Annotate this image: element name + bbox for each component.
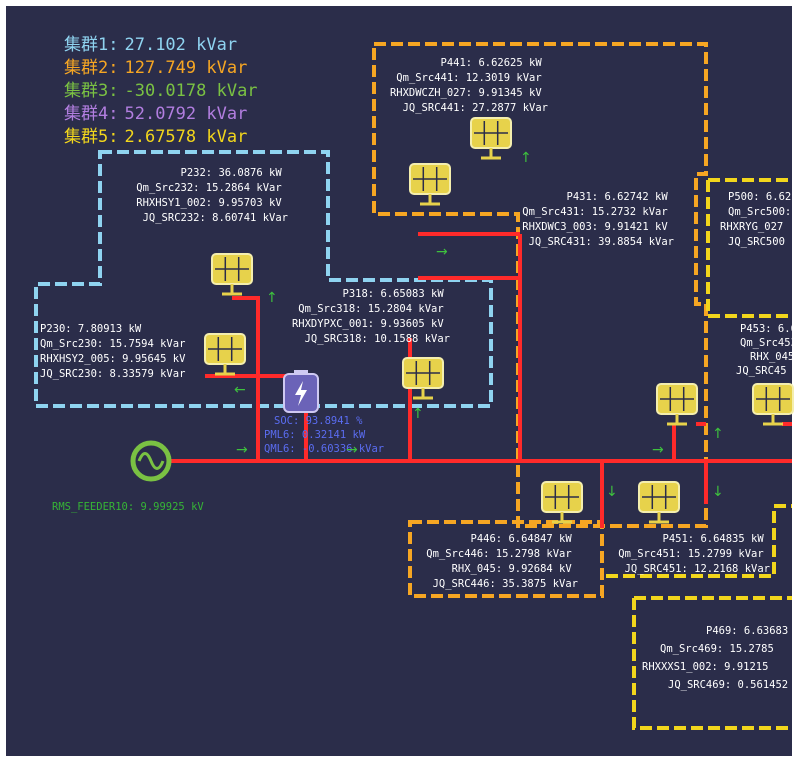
readout-P431[interactable]: P431: 6.62742 kW Qm_Src431: 15.2732 kVar… xyxy=(522,191,674,248)
solar-panel-icon[interactable] xyxy=(638,481,680,524)
readout-P451[interactable]: P451: 6.64835 kW Qm_Src451: 15.2799 kVar… xyxy=(618,533,770,575)
legend-cluster1: 集群1:27.102 kVar xyxy=(64,35,237,55)
arrow-right-icon: → xyxy=(236,442,248,458)
legend-cluster4: 集群4:52.0792 kVar xyxy=(64,104,247,124)
solar-panel-icon[interactable] xyxy=(470,117,512,160)
legend-cluster2: 集群2:127.749 kVar xyxy=(64,58,247,78)
readout-P446[interactable]: P446: 6.64847 kW Qm_Src446: 15.2798 kVar… xyxy=(426,533,578,590)
solar-panel-icon[interactable] xyxy=(204,333,246,376)
legend-cluster5: 集群5:2.67578 kVar xyxy=(64,127,247,147)
flow-arrows: → → → → ← ↑ ↑ ↑ ↑ ↓ ↓ xyxy=(234,150,724,500)
battery-reactive: QML6: -0.60336 kVar xyxy=(264,443,384,455)
readout-P318[interactable]: P318: 6.65083 kW Qm_Src318: 15.2804 kVar… xyxy=(292,288,450,345)
battery-power: PML6: 0.32141 kW xyxy=(264,429,366,441)
cluster5-boundary-bottom xyxy=(632,596,792,730)
feeder-voltage-label: RMS_FEEDER10: 9.99925 kV xyxy=(52,501,204,513)
arrow-left-icon: ← xyxy=(234,382,246,398)
battery-readout: SOC: 93.8941 % PML6: 0.32141 kW QML6: -0… xyxy=(264,415,384,455)
cluster5-boundary-right xyxy=(706,178,792,318)
arrow-up-icon: ↑ xyxy=(266,290,278,306)
solar-panel-icon[interactable] xyxy=(409,163,451,206)
battery-soc: SOC: 93.8941 % xyxy=(274,415,363,427)
battery-storage-icon[interactable] xyxy=(283,370,319,413)
solar-panel-icon[interactable] xyxy=(402,357,444,400)
arrow-down-icon: ↓ xyxy=(606,484,618,500)
arrow-up-icon: ↑ xyxy=(520,150,532,166)
arrow-up-icon: ↑ xyxy=(412,406,424,422)
grid-diagram-svg: 集群1:27.102 kVar 集群2:127.749 kVar 集群3:-30… xyxy=(34,35,795,730)
grid-diagram-canvas: 集群1:27.102 kVar 集群2:127.749 kVar 集群3:-30… xyxy=(6,6,795,756)
cluster2-boundary-lower xyxy=(408,520,604,598)
ac-source-icon[interactable] xyxy=(130,440,172,482)
arrow-right-icon: → xyxy=(436,244,448,260)
readout-P469[interactable]: P469: 6.63683 Qm_Src469: 15.2785 RHXXXS1… xyxy=(642,625,795,691)
arrow-down-icon: ↓ xyxy=(712,484,724,500)
arrow-right-icon: → xyxy=(346,442,358,458)
solar-panel-icon[interactable] xyxy=(656,383,698,426)
cluster-legend: 集群1:27.102 kVar 集群2:127.749 kVar 集群3:-30… xyxy=(64,35,258,147)
readout-P232[interactable]: P232: 36.0876 kW Qm_Src232: 15.2864 kVar… xyxy=(136,167,288,224)
legend-cluster3: 集群3:-30.0178 kVar xyxy=(64,81,258,101)
readout-P453[interactable]: P453: 6.6 Qm_Src453 RHX_045 JQ_SRC45 xyxy=(736,323,795,377)
cluster5-boundary-connector xyxy=(606,504,792,578)
pv-panels xyxy=(204,117,794,524)
solar-panel-icon[interactable] xyxy=(211,253,253,296)
cluster1-boundary xyxy=(34,150,493,408)
readout-P500[interactable]: P500: 6.62 Qm_Src500: RHXRYG_027 JQ_SRC5… xyxy=(720,191,795,248)
solar-panel-icon[interactable] xyxy=(752,383,794,426)
arrow-right-icon: → xyxy=(652,442,664,458)
arrow-up-icon: ↑ xyxy=(712,426,724,442)
readouts: P232: 36.0876 kW Qm_Src232: 15.2864 kVar… xyxy=(40,57,795,691)
readout-P230[interactable]: P230: 7.80913 kW Qm_Src230: 15.7594 kVar… xyxy=(40,323,192,380)
solar-panel-icon[interactable] xyxy=(541,481,583,524)
readout-P441[interactable]: P441: 6.62625 kW Qm_Src441: 12.3019 kVar… xyxy=(390,57,548,114)
